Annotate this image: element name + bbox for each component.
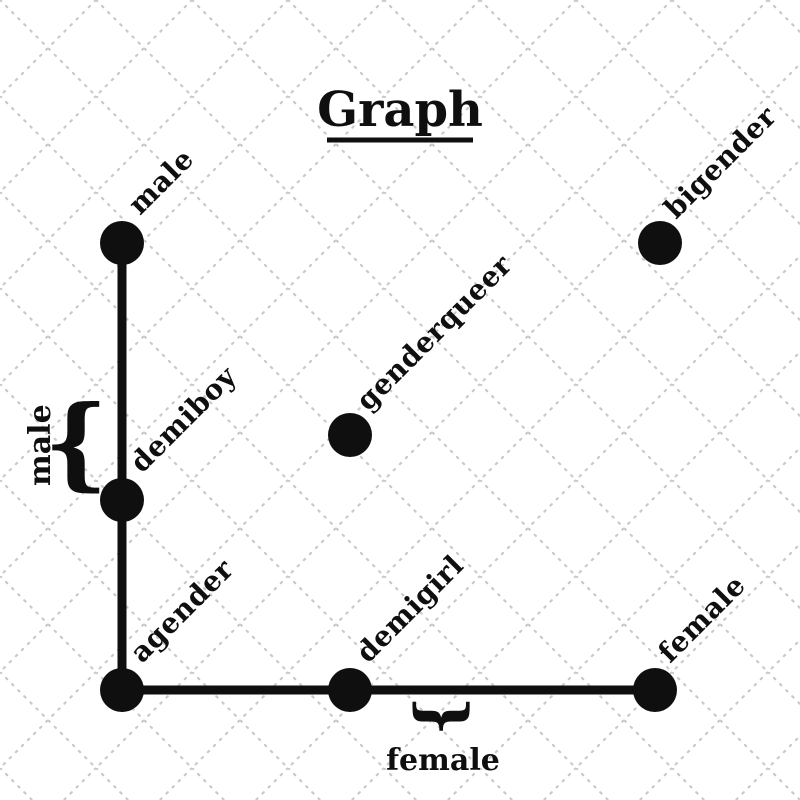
node-demiboy-dot [100,478,144,522]
node-bigender-dot [638,221,682,265]
node-genderqueer-dot [328,413,372,457]
page-title: Graph [317,82,483,138]
bottom-brace-label: female [386,743,500,778]
node-agender-dot [100,668,144,712]
node-male-dot [100,221,144,265]
left-brace-label: male [23,404,58,486]
node-demigirl-dot [328,668,372,712]
left-curly-brace: { [44,383,108,501]
bottom-curly-brace: { [402,696,475,736]
node-female-dot [633,668,677,712]
